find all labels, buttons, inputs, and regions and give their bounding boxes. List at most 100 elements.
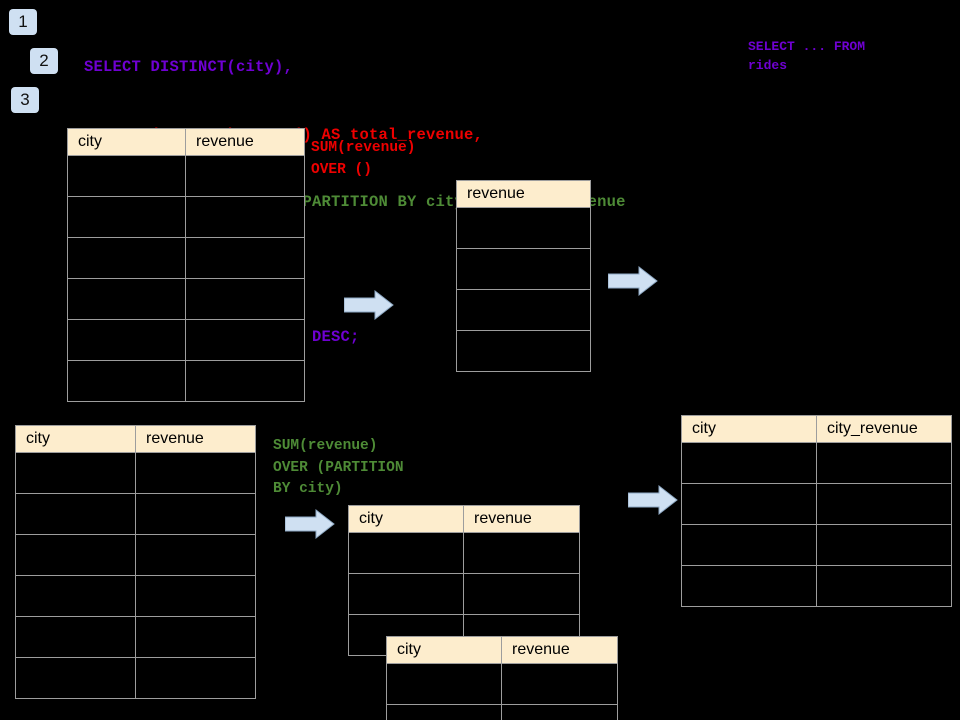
cell-city bbox=[67, 319, 186, 361]
arrow-partition-to-result bbox=[628, 484, 678, 516]
cell-revenue bbox=[456, 330, 591, 372]
table-row bbox=[67, 155, 305, 197]
table-row bbox=[15, 575, 256, 617]
cell-city bbox=[681, 524, 817, 566]
cell-city bbox=[681, 442, 817, 484]
table-row bbox=[456, 207, 591, 249]
table-header-row: city city_revenue bbox=[681, 415, 952, 443]
total-revenue-table: revenue bbox=[456, 180, 591, 372]
table-row bbox=[386, 704, 618, 720]
cell-city bbox=[67, 196, 186, 238]
cell-city bbox=[67, 278, 186, 320]
table-row bbox=[67, 196, 305, 238]
table-row bbox=[386, 663, 618, 705]
cell-revenue bbox=[185, 155, 305, 197]
table-row bbox=[15, 657, 256, 699]
arrow-source-to-partition bbox=[285, 508, 335, 540]
partition-group-table-back: city revenue bbox=[348, 505, 580, 656]
table-row bbox=[15, 616, 256, 658]
column-header-city: city bbox=[67, 128, 186, 156]
cell-city bbox=[15, 616, 136, 658]
table-row bbox=[348, 573, 580, 615]
step-badge-1: 1 bbox=[9, 9, 37, 35]
arrow-total-to-result bbox=[608, 265, 658, 297]
cell-city bbox=[348, 573, 464, 615]
table-row bbox=[681, 442, 952, 484]
cell-revenue bbox=[135, 616, 256, 658]
table-header-row: revenue bbox=[456, 180, 591, 208]
cell-revenue bbox=[135, 657, 256, 699]
arrow-source-to-total bbox=[344, 289, 394, 321]
cell-revenue bbox=[501, 663, 618, 705]
cell-city-revenue bbox=[816, 483, 952, 525]
column-header-revenue: revenue bbox=[456, 180, 591, 208]
cell-revenue bbox=[456, 207, 591, 249]
column-header-revenue: revenue bbox=[501, 636, 618, 664]
table-header-row: city revenue bbox=[348, 505, 580, 533]
table-row bbox=[67, 237, 305, 279]
cell-revenue bbox=[135, 493, 256, 535]
cell-revenue bbox=[135, 452, 256, 494]
table-row bbox=[15, 452, 256, 494]
cell-revenue bbox=[135, 575, 256, 617]
cell-city-revenue bbox=[816, 565, 952, 607]
cell-revenue bbox=[456, 248, 591, 290]
cell-revenue bbox=[185, 237, 305, 279]
column-header-city-revenue: city_revenue bbox=[816, 415, 952, 443]
cell-city bbox=[67, 360, 186, 402]
cell-city bbox=[681, 565, 817, 607]
table-row bbox=[456, 289, 591, 331]
cell-city bbox=[15, 657, 136, 699]
source-rides-table-partition: city revenue bbox=[15, 425, 256, 699]
cell-revenue bbox=[185, 319, 305, 361]
table-header-row: city revenue bbox=[67, 128, 305, 156]
table-row bbox=[15, 493, 256, 535]
annotation-sum-over-empty: SUM(revenue) OVER () bbox=[311, 140, 416, 178]
cell-revenue bbox=[463, 532, 580, 574]
result-table: city city_revenue bbox=[681, 415, 952, 607]
table-row bbox=[67, 278, 305, 320]
column-header-city: city bbox=[386, 636, 502, 664]
table-row bbox=[456, 248, 591, 290]
table-row bbox=[15, 534, 256, 576]
table-row bbox=[67, 360, 305, 402]
cell-city bbox=[15, 534, 136, 576]
column-header-city: city bbox=[348, 505, 464, 533]
cell-revenue bbox=[456, 289, 591, 331]
table-header-row: city revenue bbox=[15, 425, 256, 453]
table-row bbox=[348, 532, 580, 574]
cell-city-revenue bbox=[816, 442, 952, 484]
partition-group-table-front: city revenue bbox=[386, 636, 618, 720]
column-header-revenue: revenue bbox=[463, 505, 580, 533]
cell-city bbox=[386, 704, 502, 720]
annotation-select-from-rides: SELECT ... FROM rides bbox=[748, 39, 866, 73]
table-row bbox=[67, 319, 305, 361]
cell-city bbox=[67, 155, 186, 197]
step-badge-3: 3 bbox=[11, 87, 39, 113]
cell-city bbox=[681, 483, 817, 525]
annotation-sum-over-partition: SUM(revenue) OVER (PARTITION BY city) bbox=[273, 438, 404, 497]
column-header-city: city bbox=[681, 415, 817, 443]
cell-city bbox=[348, 532, 464, 574]
step-badge-2: 2 bbox=[30, 48, 58, 74]
cell-revenue bbox=[463, 573, 580, 615]
table-row bbox=[681, 524, 952, 566]
cell-city bbox=[15, 452, 136, 494]
sql-line-1: SELECT DISTINCT(city), bbox=[84, 58, 294, 76]
cell-city bbox=[386, 663, 502, 705]
cell-revenue bbox=[135, 534, 256, 576]
cell-revenue bbox=[501, 704, 618, 720]
cell-city bbox=[15, 493, 136, 535]
cell-city bbox=[67, 237, 186, 279]
column-header-city: city bbox=[15, 425, 136, 453]
cell-city bbox=[15, 575, 136, 617]
cell-revenue bbox=[185, 278, 305, 320]
table-row bbox=[456, 330, 591, 372]
cell-revenue bbox=[185, 196, 305, 238]
column-header-revenue: revenue bbox=[185, 128, 305, 156]
cell-revenue bbox=[185, 360, 305, 402]
table-row bbox=[681, 483, 952, 525]
table-row bbox=[681, 565, 952, 607]
source-rides-table: city revenue bbox=[67, 128, 305, 402]
